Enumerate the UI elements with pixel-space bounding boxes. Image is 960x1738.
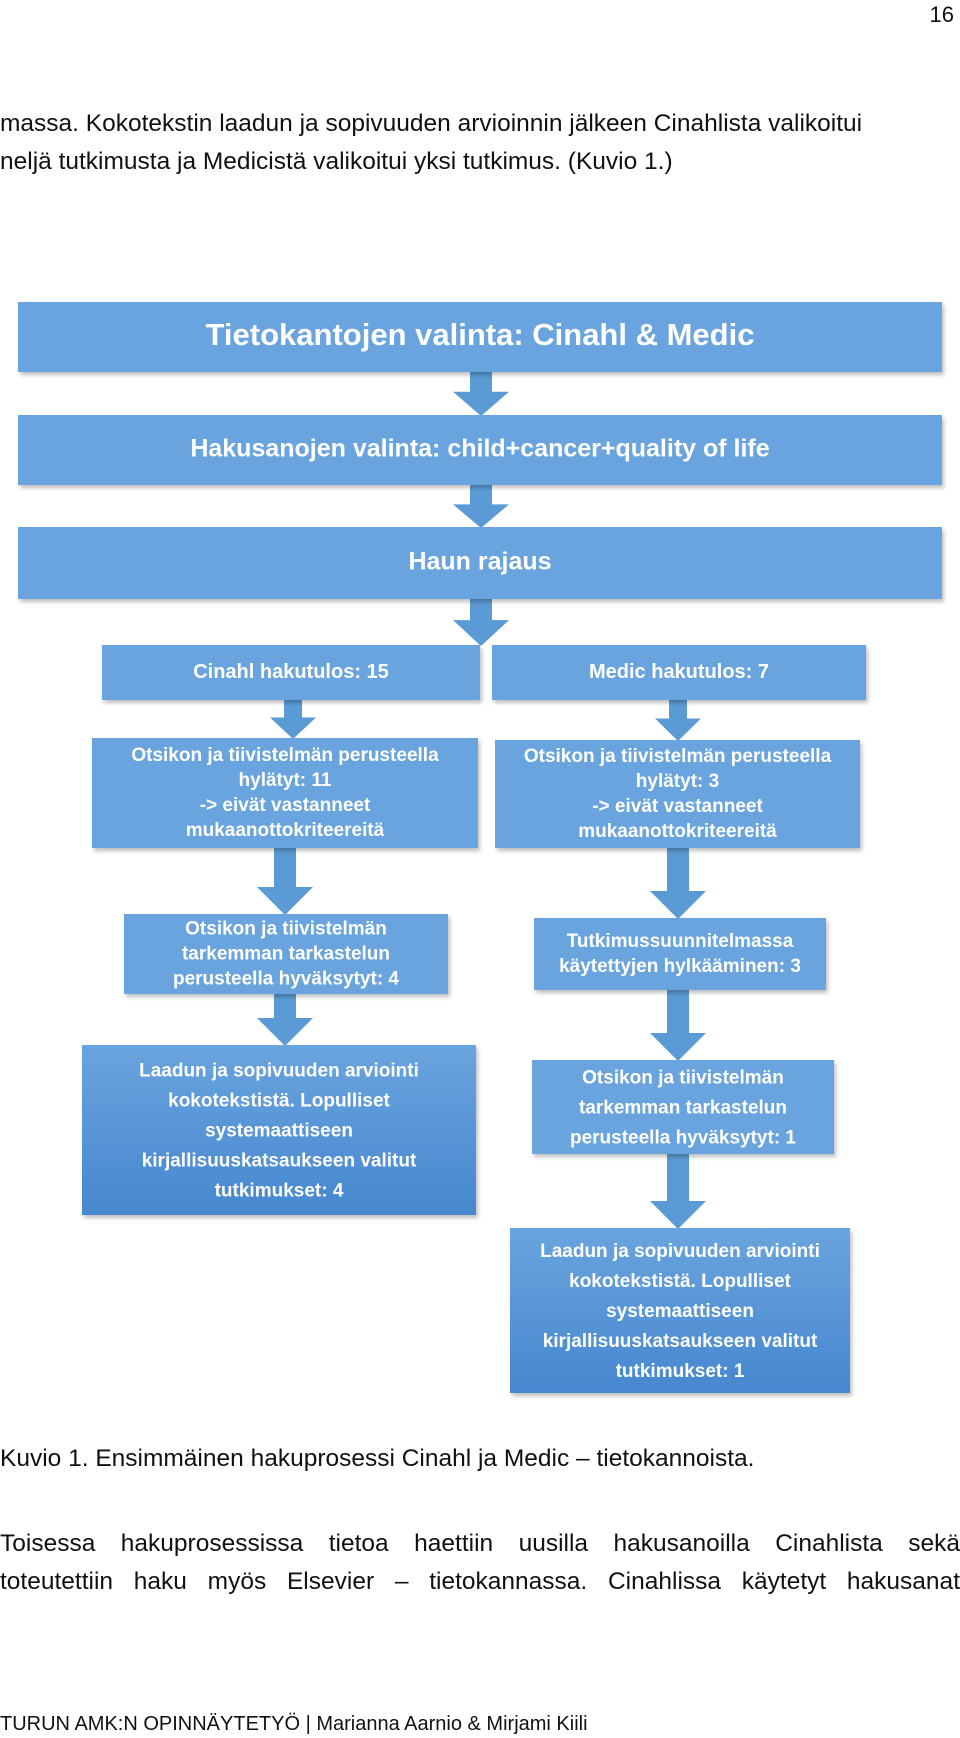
flow-box-text: perusteella hyväksytyt: 1 bbox=[570, 1128, 796, 1149]
flow-box-background bbox=[534, 918, 826, 990]
flow-box-background bbox=[532, 1060, 834, 1154]
flow-box-cinahl-final: Laadun ja sopivuuden arviointi kokoteksti… bbox=[82, 1045, 476, 1215]
flow-box-text: mukaanottokriteereitä bbox=[578, 821, 777, 842]
flow-box-text: kirjallisuuskatsaukseen valitut bbox=[543, 1331, 818, 1352]
flow-box-text: Tietokantojen valinta: Cinahl & Medic bbox=[206, 317, 755, 352]
flow-box-medic-final: Laadun ja sopivuuden arviointi kokoteksti… bbox=[510, 1228, 850, 1393]
paragraph-line: neljä tutkimusta ja Medicistä valikoitui… bbox=[0, 148, 673, 175]
flow-box-background bbox=[82, 1045, 476, 1215]
flow-box-medic-rejected: Otsikon ja tiivistelmän perusteella hylät… bbox=[495, 740, 860, 848]
flow-box-medic-results: Medic hakutulos: 7 bbox=[492, 645, 866, 700]
flow-box-limits: Haun rajaus bbox=[18, 527, 942, 599]
flow-box-text: Otsikon ja tiivistelmän bbox=[582, 1068, 784, 1089]
flow-box-background bbox=[492, 645, 866, 700]
flow-box-keywords: Hakusanojen valinta: child+cancer+qualit… bbox=[18, 415, 942, 485]
flow-box-cinahl-accepted: Otsikon ja tiivistelmän tarkemman tarkast… bbox=[124, 914, 448, 994]
flow-box-text: Tutkimussuunnitelmassa bbox=[567, 931, 794, 952]
flow-box-text: tutkimukset: 1 bbox=[616, 1361, 745, 1382]
flow-box-text: Otsikon ja tiivistelmän bbox=[185, 919, 387, 940]
flow-box-background bbox=[124, 914, 448, 994]
flow-box-text: Laadun ja sopivuuden arviointi bbox=[540, 1241, 820, 1262]
flow-box-background bbox=[495, 740, 860, 848]
flow-box-background bbox=[92, 738, 478, 848]
flow-box-text: tarkemman tarkastelun bbox=[182, 944, 390, 965]
figure-caption: Kuvio 1. Ensimmäinen hakuprosessi Cinahl… bbox=[0, 1445, 755, 1472]
paragraph-bottom: Toisessa hakuprosessissa tietoa haettiin… bbox=[0, 1525, 960, 1601]
flow-box-background bbox=[18, 302, 942, 372]
flow-box-text: Medic hakutulos: 7 bbox=[589, 661, 769, 683]
flow-box-background bbox=[510, 1228, 850, 1393]
flow-box-text: Laadun ja sopivuuden arviointi bbox=[139, 1061, 419, 1082]
flow-box-text: systemaattiseen bbox=[606, 1301, 754, 1322]
flow-arrow bbox=[650, 848, 706, 919]
flow-box-text: hylätyt: 3 bbox=[636, 771, 719, 792]
paragraph-line: Toisessa hakuprosessissa tietoa haettiin… bbox=[0, 1530, 960, 1557]
flow-arrow bbox=[257, 848, 313, 915]
flow-arrow bbox=[650, 1154, 706, 1229]
flow-arrow bbox=[655, 700, 701, 741]
flow-box-cinahl-results: Cinahl hakutulos: 15 bbox=[102, 645, 480, 700]
flow-box-background bbox=[18, 527, 942, 599]
flow-arrow bbox=[453, 485, 509, 528]
flow-box-text: -> eivät vastanneet bbox=[592, 796, 763, 817]
flow-arrow bbox=[453, 372, 509, 416]
flow-arrow bbox=[453, 599, 509, 646]
flow-box-text: Cinahl hakutulos: 15 bbox=[193, 661, 389, 683]
flow-box-text: -> eivät vastanneet bbox=[200, 795, 371, 816]
flow-box-text: perusteella hyväksytyt: 4 bbox=[173, 969, 399, 990]
flow-box-medic-accepted: Otsikon ja tiivistelmän tarkemman tarkast… bbox=[532, 1060, 834, 1154]
flow-arrow bbox=[257, 994, 313, 1046]
flow-box-text: kokotekstistä. Lopulliset bbox=[569, 1271, 791, 1292]
flow-box-text: käytettyjen hylkääminen: 3 bbox=[559, 956, 801, 977]
flow-box-text: mukaanottokriteereitä bbox=[186, 820, 385, 841]
flow-box-text: tarkemman tarkastelun bbox=[579, 1098, 787, 1119]
paragraph-line: toteutettiin haku myös Elsevier – tietok… bbox=[0, 1568, 960, 1595]
flow-box-text: Otsikon ja tiivistelmän perusteella bbox=[524, 746, 832, 767]
flow-box-background bbox=[102, 645, 480, 700]
paragraph-top: massa. Kokotekstin laadun ja sopivuuden … bbox=[0, 105, 960, 181]
flow-arrow bbox=[650, 990, 706, 1061]
page-number: 16 bbox=[929, 2, 954, 27]
flow-box-text: Hakusanojen valinta: child+cancer+qualit… bbox=[190, 435, 769, 463]
flow-box-text: hylätyt: 11 bbox=[239, 770, 332, 791]
page-footer: TURUN AMK:N OPINNÄYTETYÖ | Marianna Aarn… bbox=[0, 1713, 588, 1735]
flow-box-text: kokotekstistä. Lopulliset bbox=[168, 1091, 390, 1112]
flow-box-background bbox=[18, 415, 942, 485]
flow-box-text: kirjallisuuskatsaukseen valitut bbox=[142, 1151, 417, 1172]
flow-box-text: tutkimukset: 4 bbox=[215, 1181, 344, 1202]
flow-box-medic-plan-rejected: Tutkimussuunnitelmassa käytettyjen hylkää… bbox=[534, 918, 826, 990]
flow-box-cinahl-rejected: Otsikon ja tiivistelmän perusteella hylät… bbox=[92, 738, 478, 848]
flow-box-text: Otsikon ja tiivistelmän perusteella bbox=[131, 745, 439, 766]
flow-box-text: systemaattiseen bbox=[205, 1121, 353, 1142]
flow-box-text: Haun rajaus bbox=[408, 548, 551, 576]
flow-box-databases: Tietokantojen valinta: Cinahl & Medic bbox=[18, 302, 942, 372]
flow-arrow bbox=[270, 700, 316, 739]
paragraph-line: massa. Kokotekstin laadun ja sopivuuden … bbox=[0, 110, 863, 137]
